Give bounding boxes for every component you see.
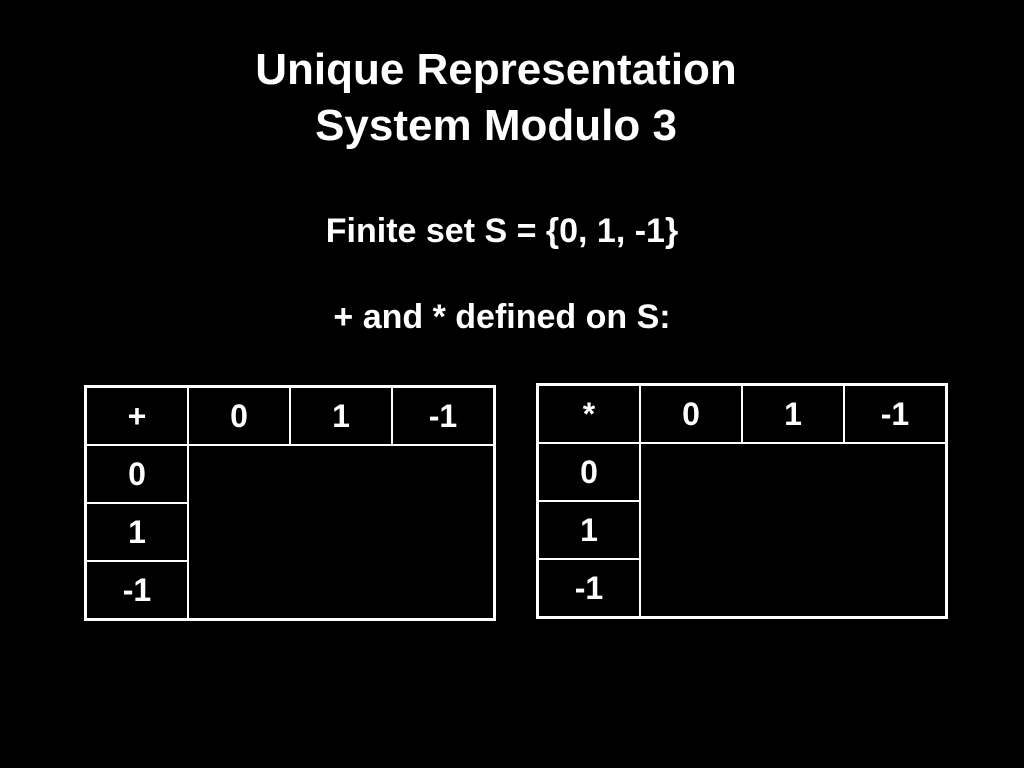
multiplication-result-cell — [742, 501, 844, 559]
multiplication-row-header: 0 — [537, 443, 641, 502]
multiplication-column-header: 1 — [742, 384, 845, 444]
addition-row-header: 1 — [85, 503, 189, 562]
addition-result-cell — [392, 503, 495, 561]
addition-table: + 0 1 -1 0 1 -1 — [84, 385, 496, 621]
addition-result-cell — [290, 503, 392, 561]
multiplication-table-row: 0 — [537, 443, 947, 502]
addition-result-cell — [392, 445, 495, 503]
addition-column-header: -1 — [392, 386, 495, 446]
addition-result-cell — [188, 561, 290, 620]
multiplication-row-header: -1 — [537, 559, 641, 618]
addition-result-cell — [290, 445, 392, 503]
multiplication-column-header: 0 — [640, 384, 743, 444]
slide-title-line-2: System Modulo 3 — [315, 101, 677, 150]
multiplication-result-cell — [844, 559, 947, 618]
multiplication-operator-cell: * — [537, 384, 641, 444]
addition-result-cell — [392, 561, 495, 620]
multiplication-result-cell — [640, 443, 742, 501]
slide-title-line-1: Unique Representation — [255, 45, 737, 94]
addition-column-header: 0 — [188, 386, 291, 446]
addition-table-row: -1 — [85, 561, 495, 620]
addition-table-row: 0 — [85, 445, 495, 504]
addition-result-cell — [188, 445, 290, 503]
addition-table-header-row: + 0 1 -1 — [85, 386, 495, 446]
addition-operator-cell: + — [85, 386, 189, 446]
multiplication-table-row: -1 — [537, 559, 947, 618]
multiplication-table-row: 1 — [537, 501, 947, 560]
finite-set-statement: Finite set S = {0, 1, -1} — [325, 212, 679, 250]
multiplication-result-cell — [742, 443, 844, 501]
multiplication-result-cell — [640, 501, 742, 559]
multiplication-column-header: -1 — [844, 384, 947, 444]
multiplication-result-cell — [844, 443, 947, 501]
multiplication-table: * 0 1 -1 0 1 -1 — [536, 383, 948, 619]
multiplication-row-header: 1 — [537, 501, 641, 560]
multiplication-table-header-row: * 0 1 -1 — [537, 384, 947, 444]
multiplication-result-cell — [640, 559, 742, 618]
addition-table-row: 1 — [85, 503, 495, 562]
addition-row-header: -1 — [85, 561, 189, 620]
multiplication-result-cell — [844, 501, 947, 559]
slide-title: Unique Representation System Modulo 3 — [0, 42, 992, 154]
addition-result-cell — [290, 561, 392, 620]
addition-column-header: 1 — [290, 386, 393, 446]
addition-row-header: 0 — [85, 445, 189, 504]
multiplication-result-cell — [742, 559, 844, 618]
operations-statement: + and * defined on S: — [333, 298, 671, 336]
addition-result-cell — [188, 503, 290, 561]
